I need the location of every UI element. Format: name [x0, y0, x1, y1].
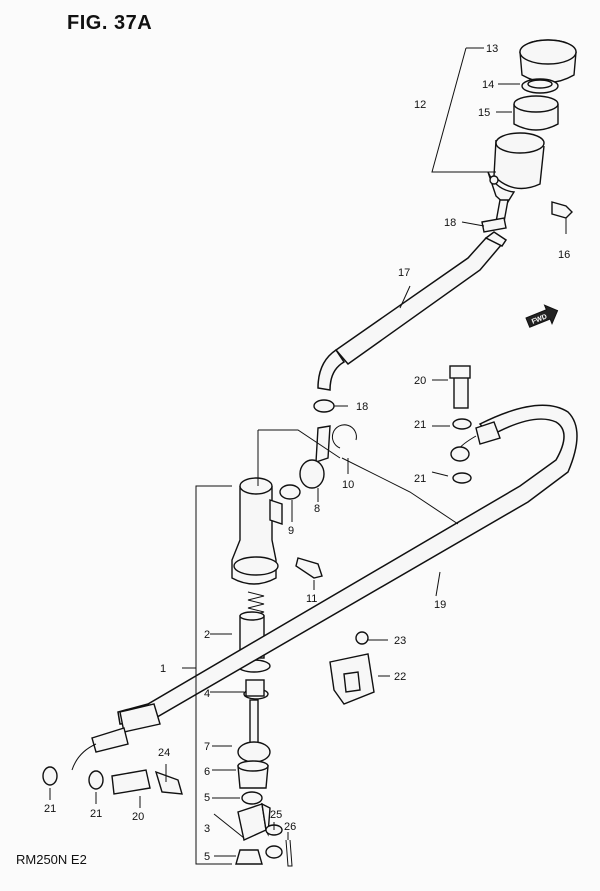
callout-23: 23 [394, 635, 406, 647]
callout-17: 17 [398, 267, 410, 279]
boot [237, 741, 271, 763]
callout-26: 26 [284, 821, 296, 833]
callout-4: 4 [204, 688, 210, 700]
cotter-pin [285, 839, 293, 867]
callout-21c: 21 [44, 803, 56, 815]
bleeder-valve [154, 770, 183, 795]
callout-5a: 5 [204, 792, 210, 804]
push-rod-nut [237, 760, 269, 789]
callout-25: 25 [270, 809, 282, 821]
hose-elbow-connector [299, 425, 331, 489]
callout-22: 22 [394, 671, 406, 683]
figure-title: FIG. 37A [67, 12, 153, 34]
callout-10: 10 [342, 479, 354, 491]
piston-spring [247, 591, 265, 617]
callout-3: 3 [204, 823, 210, 835]
callout-8: 8 [314, 503, 320, 515]
callout-7: 7 [204, 741, 210, 753]
callout-11: 11 [306, 593, 317, 605]
callout-18a: 18 [444, 217, 456, 229]
callout-12: 12 [414, 99, 426, 111]
callout-21b: 21 [414, 473, 426, 485]
callout-21d: 21 [90, 808, 102, 820]
callout-14: 14 [482, 79, 494, 91]
circlip [331, 424, 357, 449]
mounting-bolt [295, 557, 323, 579]
model-code: RM250N E2 [16, 852, 87, 867]
reservoir-diaphragm [513, 95, 559, 131]
o-ring [279, 484, 301, 500]
callout-20a: 20 [414, 375, 426, 387]
hose-clamp-lower [313, 399, 335, 413]
banjo-bolt-lower [111, 769, 151, 795]
gasket-upper [452, 418, 472, 484]
callout-24: 24 [158, 747, 170, 759]
reservoir-plate [521, 78, 559, 94]
hose-guide [329, 653, 375, 705]
leader-lines [49, 47, 567, 865]
banjo-bolt-upper [449, 365, 471, 409]
reservoir-bolt [551, 201, 573, 219]
lock-nut-lower [235, 849, 263, 865]
push-rod-seal [243, 679, 269, 700]
callout-2: 2 [204, 629, 210, 641]
fwd-arrow-icon: FWD [525, 304, 559, 328]
callout-20b: 20 [132, 811, 144, 823]
gasket-lower [42, 766, 104, 790]
reservoir-cap [519, 39, 577, 84]
callout-19: 19 [434, 599, 446, 611]
callout-13: 13 [486, 43, 498, 55]
reservoir-body [487, 132, 545, 223]
callout-18b: 18 [356, 401, 368, 413]
lock-nut-upper [241, 791, 263, 805]
hose-clamp-upper [481, 217, 507, 233]
guide-screw [355, 631, 369, 645]
callout-6: 6 [204, 766, 210, 778]
callout-16: 16 [558, 249, 570, 261]
callout-9: 9 [288, 525, 294, 537]
callout-1: 1 [160, 663, 166, 675]
clutch-hose [71, 404, 578, 771]
reservoir-hose [317, 231, 508, 391]
clutch-release-cylinder [231, 477, 283, 585]
clevis [237, 802, 271, 841]
callout-21a: 21 [414, 419, 426, 431]
callout-15: 15 [478, 107, 490, 119]
callout-5b: 5 [204, 851, 210, 863]
